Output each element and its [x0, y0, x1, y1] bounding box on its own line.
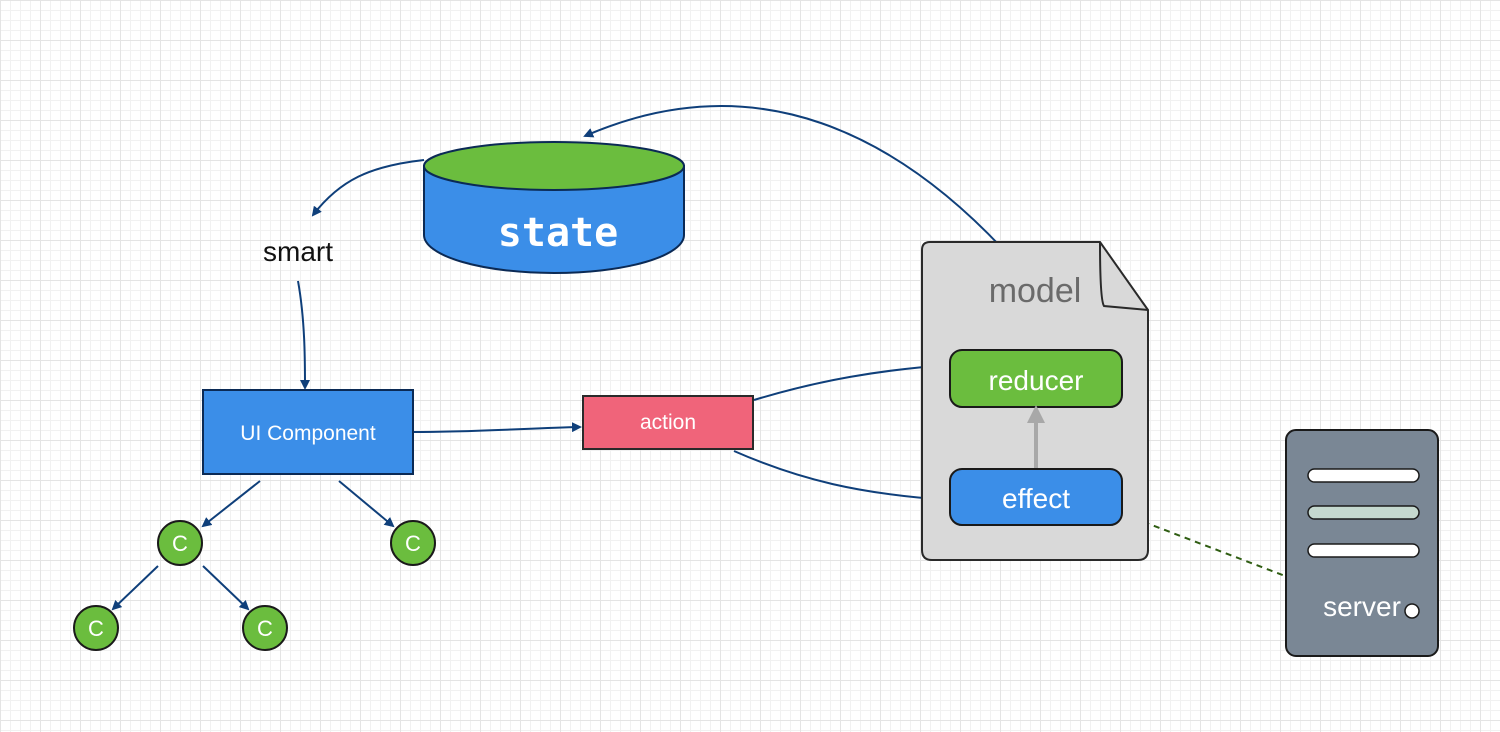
- child-component-label: C: [257, 616, 273, 641]
- state-cylinder: state: [423, 141, 685, 274]
- server-slot: [1307, 505, 1420, 520]
- smart-label: smart: [263, 236, 333, 267]
- state-label: state: [498, 210, 618, 256]
- child-component-node: C: [157, 520, 203, 566]
- edge-ui-component-to-child-left: [201, 480, 261, 528]
- child-component-label: C: [405, 531, 421, 556]
- child-component-label: C: [172, 531, 188, 556]
- server-slot: [1307, 543, 1420, 558]
- edge-effect-to-server: [1122, 513, 1308, 587]
- edge-action-to-reducer: [753, 360, 950, 401]
- model-document-fold: [1099, 241, 1149, 311]
- edge-model-to-state: [583, 105, 1003, 249]
- state-cylinder-top: [423, 141, 685, 191]
- ui-component-node: UI Component: [202, 389, 414, 475]
- reducer-label: reducer: [989, 365, 1084, 396]
- server-slot: [1307, 468, 1420, 483]
- action-node: action: [582, 395, 754, 450]
- state-cylinder-body: [423, 165, 685, 274]
- edge-child-to-grandchild-right: [202, 565, 250, 611]
- edge-ui-component-to-child-right: [338, 480, 395, 528]
- server-power-led: [1404, 603, 1420, 619]
- ui-component-label: UI Component: [240, 422, 376, 445]
- server-node: server: [1285, 429, 1439, 657]
- action-label: action: [640, 411, 696, 434]
- child-component-node: C: [73, 605, 119, 651]
- effect-label: effect: [1002, 483, 1070, 514]
- model-label: model: [989, 272, 1082, 310]
- child-component-node: C: [242, 605, 288, 651]
- server-label: server: [1323, 591, 1401, 622]
- edge-child-to-grandchild-left: [111, 565, 159, 611]
- edge-smart-to-ui-component: [297, 280, 310, 390]
- edge-ui-component-to-action: [412, 422, 582, 433]
- edge-action-to-effect: [733, 450, 950, 505]
- reducer-node: reducer: [949, 349, 1123, 408]
- effect-node: effect: [949, 468, 1123, 526]
- child-component-label: C: [88, 616, 104, 641]
- edge-state-to-smart: [311, 159, 425, 217]
- child-component-node: C: [390, 520, 436, 566]
